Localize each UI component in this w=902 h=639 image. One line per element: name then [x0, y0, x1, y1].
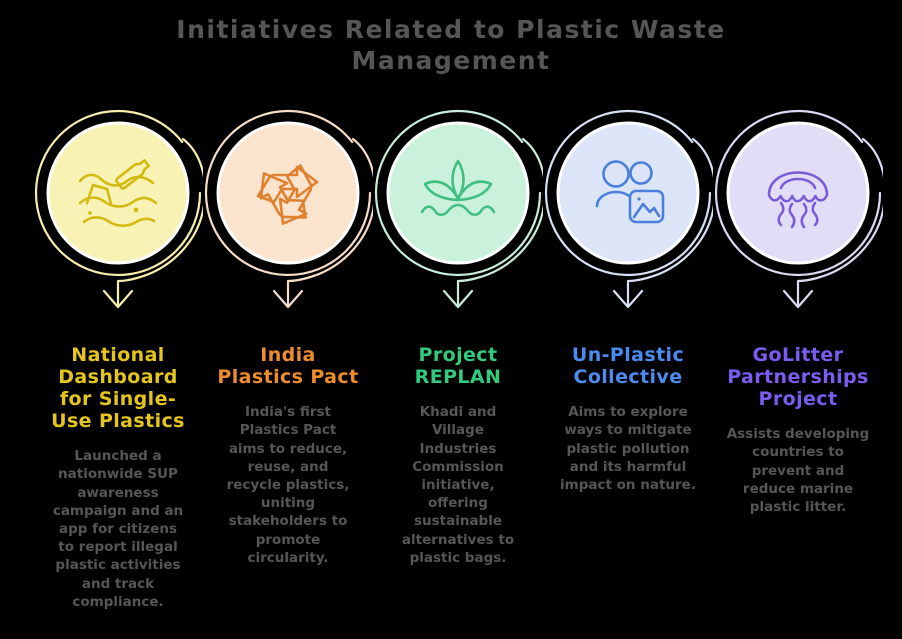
down-arrow-icon — [612, 289, 644, 309]
down-arrow-icon — [442, 289, 474, 309]
ring-outline — [34, 109, 202, 277]
initiatives-row: National Dashboard for Single- Use Plast… — [0, 103, 902, 611]
initiative-title: India Plastics Pact — [217, 344, 359, 389]
initiative-column-india-plastics-pact: India Plastics Pact India's first Plasti… — [203, 103, 373, 611]
initiative-title: Un-Plastic Collective — [571, 344, 685, 389]
initiative-graphic — [34, 109, 203, 309]
jellyfish-icon — [767, 171, 829, 229]
initiative-column-un-plastic-collective: Un-Plastic Collective Aims to explore wa… — [543, 103, 713, 611]
recycle-icon — [256, 164, 319, 225]
initiative-description: Khadi and Village Industries Commission … — [401, 404, 515, 566]
initiative-graphic — [544, 109, 713, 309]
initiative-column-national-dashboard: National Dashboard for Single- Use Plast… — [33, 103, 203, 611]
initiative-graphic — [374, 109, 543, 309]
arrow-tail — [286, 137, 373, 307]
down-arrow-icon — [782, 289, 814, 309]
circle-badge — [216, 121, 360, 265]
ring-outline — [204, 109, 372, 277]
plant-icon — [420, 159, 496, 217]
initiative-description: India's first Plastics Pact aims to redu… — [226, 404, 350, 566]
initiative-graphic — [204, 109, 373, 309]
down-arrow-icon — [102, 289, 134, 309]
initiative-title: GoLitter Partnerships Project — [727, 344, 869, 411]
ring-outline — [714, 109, 882, 277]
arrow-tail — [626, 137, 713, 307]
floating-plastic-waste-icon — [78, 159, 158, 227]
initiative-column-golitter-partnerships: GoLitter Partnerships Project Assists de… — [713, 103, 883, 611]
initiative-description: Launched a nationwide SUP awareness camp… — [52, 448, 184, 610]
down-arrow-icon — [272, 289, 304, 309]
circle-badge — [556, 121, 700, 265]
circle-badge — [726, 121, 870, 265]
circle-badge — [386, 121, 530, 265]
circle-badge — [46, 121, 190, 265]
ring-outline — [374, 109, 542, 277]
initiative-title: Project REPLAN — [414, 344, 502, 389]
initiative-graphic — [714, 109, 883, 309]
initiative-column-project-replan: Project REPLAN Khadi and Village Industr… — [373, 103, 543, 611]
initiative-description: Assists developing countries to prevent … — [726, 426, 870, 515]
arrow-tail — [796, 137, 883, 307]
arrow-tail — [456, 137, 543, 307]
initiative-description: Aims to explore ways to mitigate plastic… — [560, 404, 696, 493]
page-title: Initiatives Related to Plastic Waste Man… — [176, 15, 726, 75]
arrow-tail — [116, 137, 203, 307]
people-photo-icon — [595, 160, 665, 224]
ring-outline — [544, 109, 712, 277]
initiative-title: National Dashboard for Single- Use Plast… — [51, 344, 185, 433]
